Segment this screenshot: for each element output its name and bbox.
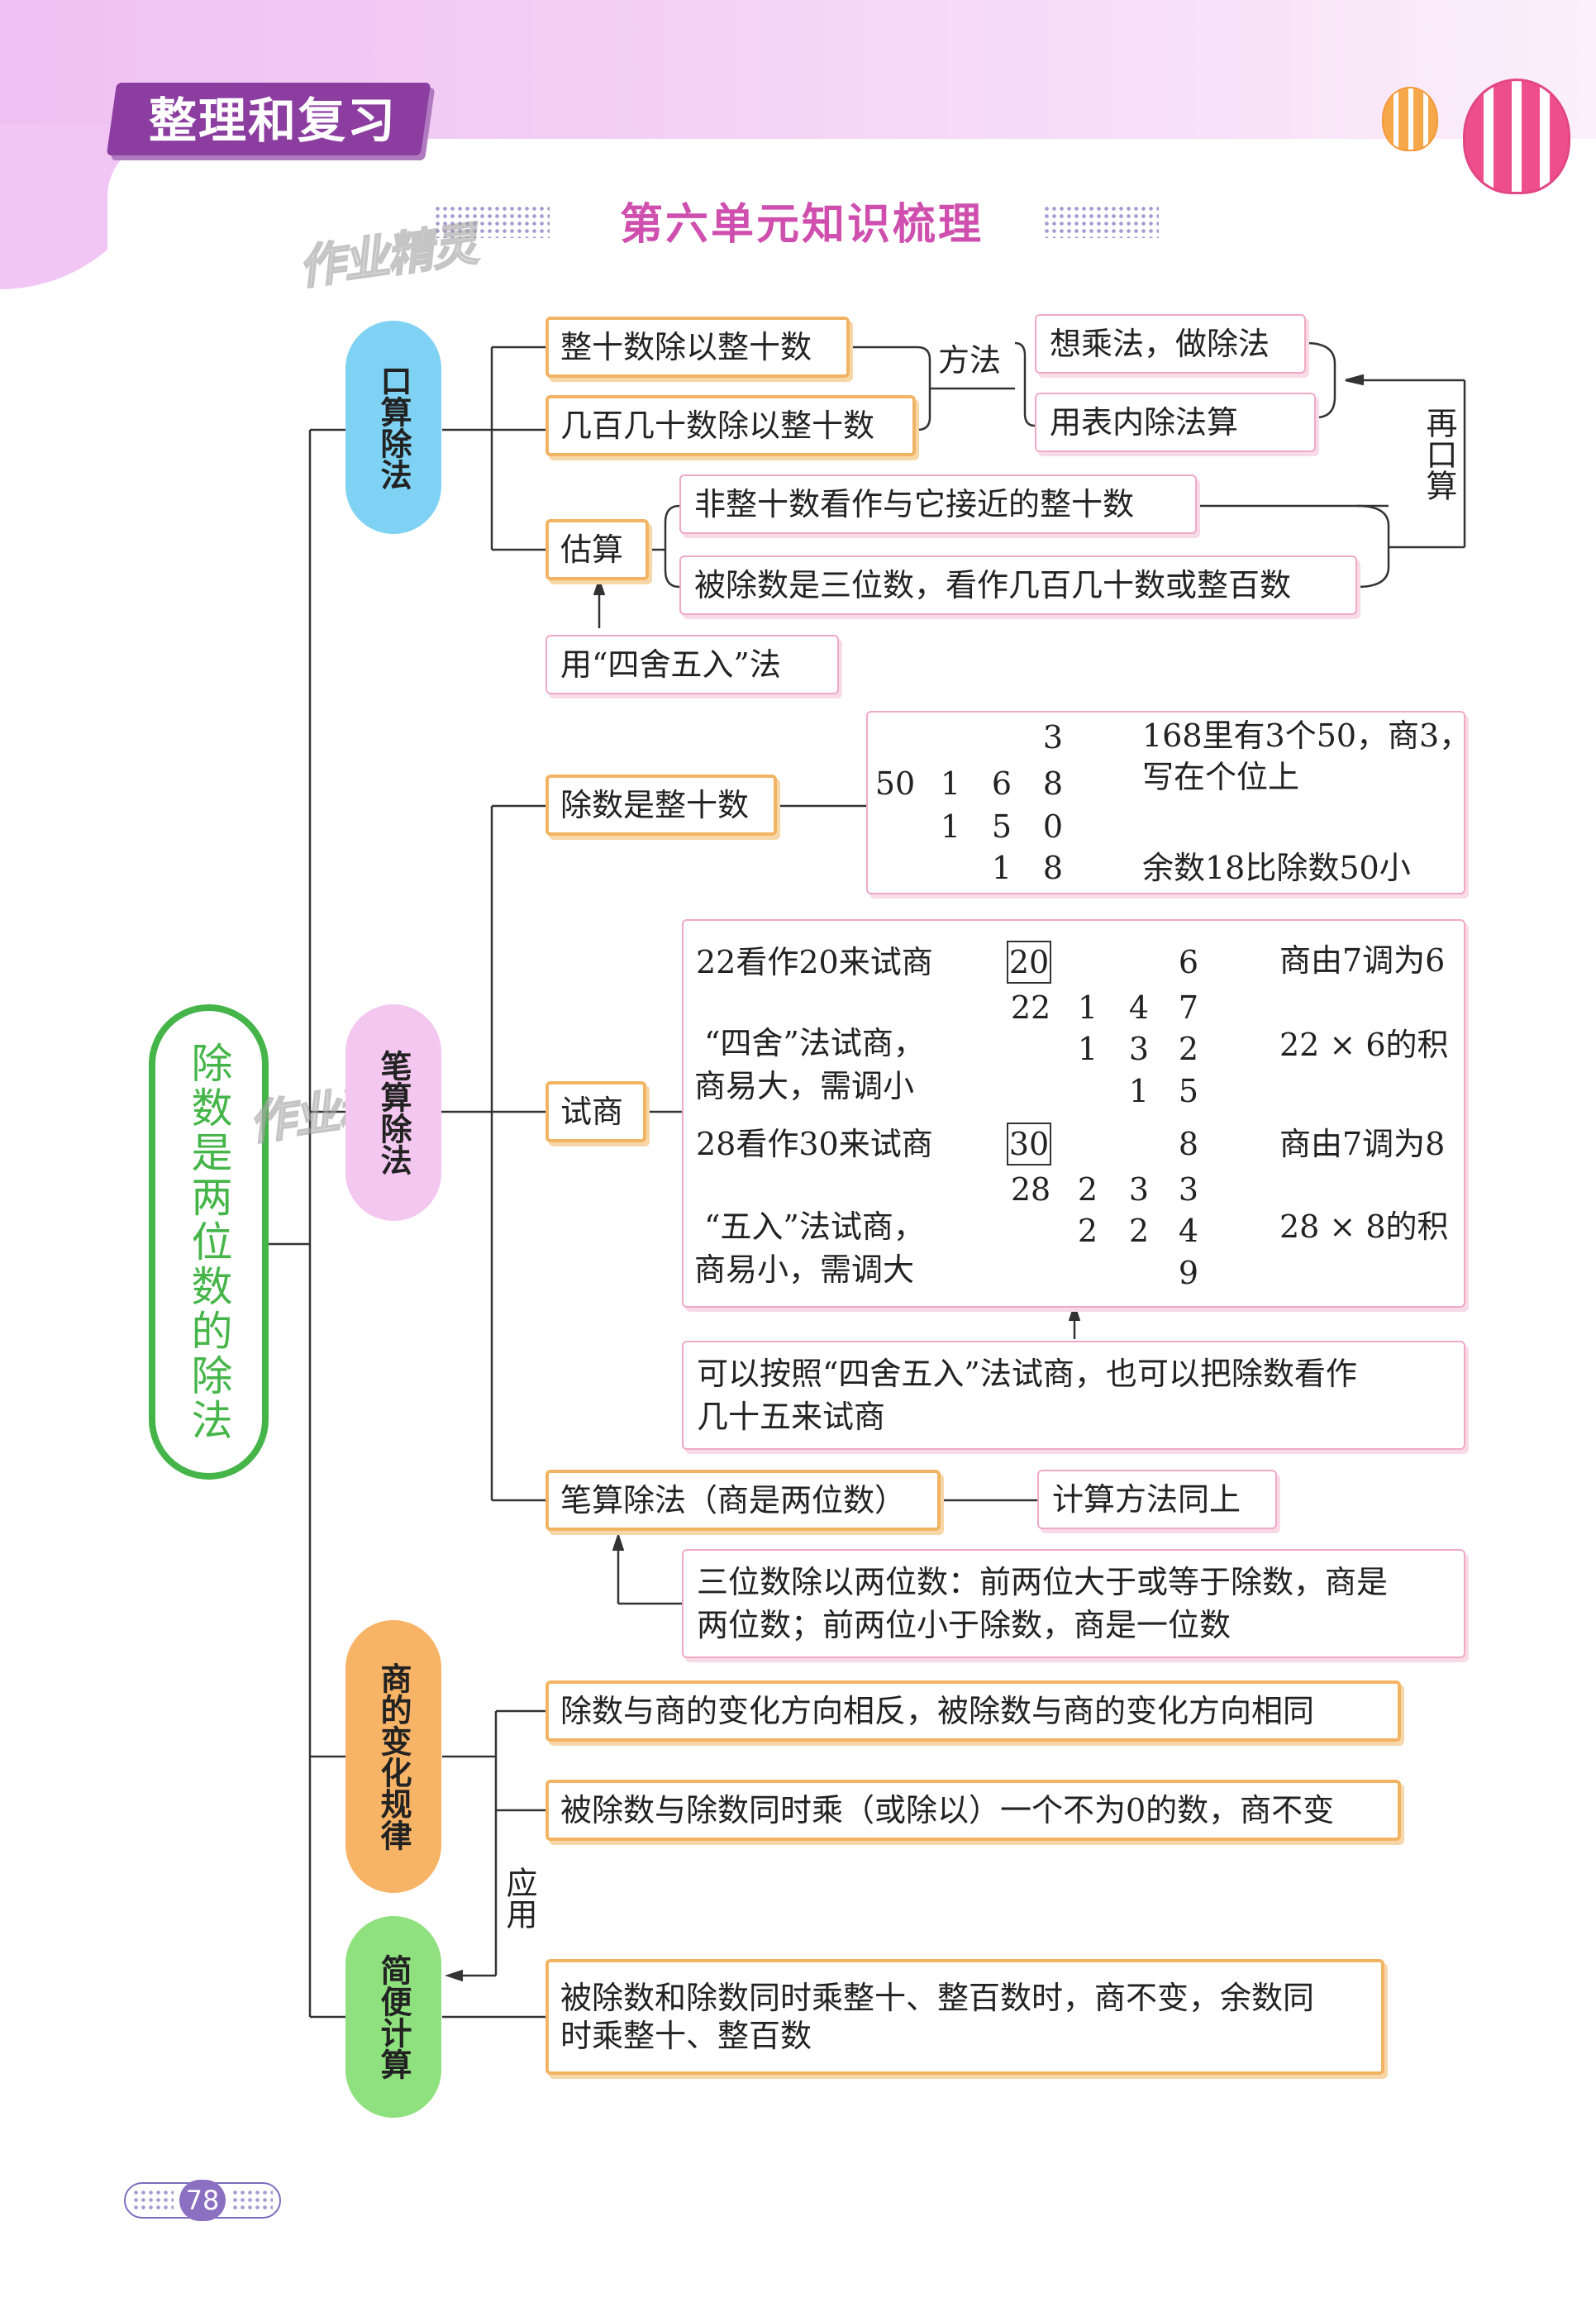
estimate-rule-2: 被除数是三位数，看作几百几十数或整百数 [679, 555, 1357, 615]
ex2-divisor: 22 [1010, 989, 1051, 1026]
estimate-box: 估算 [545, 519, 649, 580]
ex2-approx-value: 20 [1007, 941, 1051, 984]
ex2-remainder-digit: 1 [1128, 1073, 1150, 1109]
ex1-dividend-digit: 6 [991, 765, 1012, 802]
ex3-remainder-digit: 9 [1178, 1255, 1199, 1291]
ex3-explain-line1: “五入”法试商， [704, 1208, 925, 1245]
ex3-product-digit: 2 [1077, 1213, 1098, 1249]
ex2-product-digit: 3 [1128, 1031, 1150, 1067]
ex1-dividend-digit: 1 [940, 765, 961, 802]
ex1-product-digit: 0 [1042, 808, 1064, 845]
ex3-quotient: 8 [1178, 1126, 1199, 1162]
ex3-dividend-digit: 3 [1128, 1171, 1150, 1208]
two-digit-tip-line2: 两位数；前两位小于除数，商是一位数 [697, 1607, 1232, 1643]
apply-label: 应用 [501, 1866, 537, 1929]
ex2-remainder-digit: 5 [1178, 1073, 1199, 1109]
ex1-remainder-note: 余数18比除数50小 [1142, 850, 1411, 886]
ex2-product-digit: 2 [1178, 1031, 1199, 1067]
trial-tip-line2: 几十五来试商 [697, 1399, 886, 1435]
ex1-product-digit: 1 [940, 808, 961, 845]
ex2-adjust-note: 商由7调为6 [1279, 942, 1446, 979]
ex1-dividend-digit: 8 [1042, 765, 1064, 802]
ex2-product-note: 22 × 6的积 [1279, 1027, 1449, 1063]
page-number: 78 [179, 2180, 226, 2221]
badge-dots-right [231, 2189, 273, 2212]
estimate-rule-1: 非整十数看作与它接近的整十数 [679, 474, 1197, 534]
method-table: 用表内除法算 [1035, 393, 1316, 452]
ex3-adjust-note: 商由7调为8 [1279, 1126, 1446, 1162]
category-quotient-rule: 商的变化规律 [345, 1620, 441, 1893]
method-label: 方法 [938, 342, 1002, 379]
two-digit-quotient-box: 笔算除法（商是两位数） [545, 1470, 941, 1531]
quotient-rule-1: 除数与商的变化方向相反，被除数与商的变化方向相同 [545, 1680, 1401, 1742]
rounding-method: 用“四舍五入”法 [545, 635, 839, 694]
quotient-rule-2: 被除数与除数同时乘（或除以）一个不为0的数，商不变 [545, 1780, 1401, 1841]
simple-calc-rule: 被除数和除数同时乘整十、整百数时，商不变，余数同 时乘整十、整百数 [545, 1959, 1384, 2075]
small-balloon-icon [1382, 87, 1438, 151]
ex3-dividend-digit: 3 [1178, 1171, 1199, 1208]
method-multiply: 想乘法，做除法 [1035, 314, 1306, 374]
ex3-approx-note: 28看作30来试商 [696, 1126, 933, 1162]
same-method-box: 计算方法同上 [1037, 1470, 1277, 1529]
category-written-division: 笔算除法 [345, 1004, 441, 1221]
ex1-quotient: 3 [1042, 719, 1064, 756]
ex2-quotient: 6 [1178, 944, 1199, 980]
ex2-dividend-digit: 7 [1178, 989, 1199, 1026]
simple-calc-line1: 被除数和除数同时乘整十、整百数时，商不变，余数同 [560, 1980, 1315, 2016]
two-digit-tip-box: 三位数除以两位数：前两位大于或等于除数，商是 两位数；前两位小于除数，商是一位数 [682, 1549, 1465, 1658]
ex2-approx-note: 22看作20来试商 [696, 944, 933, 980]
title-dots-right [1043, 205, 1159, 238]
trial-example-panel [682, 919, 1465, 1308]
two-digit-tip-line1: 三位数除以两位数：前两位大于或等于除数，商是 [697, 1564, 1389, 1600]
trial-tip-box: 可以按照“四舍五入”法试商，也可以把除数看作 几十五来试商 [682, 1341, 1465, 1450]
page-title: 第六单元知识梳理 [619, 200, 984, 250]
ex3-product-digit: 4 [1178, 1213, 1199, 1249]
category-simple-calc: 简便计算 [345, 1916, 441, 2118]
recalculate-label: 再口算 [1421, 407, 1457, 501]
ex3-approx-value: 30 [1007, 1123, 1051, 1166]
ex2-explain-line2: 商易大，需调小 [694, 1068, 915, 1104]
ex3-divisor: 28 [1010, 1171, 1051, 1208]
root-topic: 除数是两位数的除法 [149, 1004, 269, 1480]
ex3-dividend-digit: 2 [1077, 1171, 1098, 1208]
simple-calc-line2: 时乘整十、整百数 [560, 2018, 812, 2054]
ex1-remainder-digit: 1 [991, 850, 1012, 886]
ex2-dividend-digit: 4 [1128, 989, 1150, 1026]
oral-item-tens: 整十数除以整十数 [545, 317, 850, 378]
oral-item-hundreds: 几百几十数除以整十数 [545, 395, 916, 456]
ex3-product-digit: 2 [1128, 1213, 1150, 1249]
ex2-dividend-digit: 1 [1077, 989, 1098, 1026]
divisor-tens-box: 除数是整十数 [545, 775, 777, 836]
title-dots-left [434, 205, 550, 238]
ex1-note-line1: 168里有3个50，商3， [1142, 717, 1471, 754]
badge-dots-left [132, 2189, 174, 2212]
ex1-divisor: 50 [874, 765, 916, 802]
trial-quotient-box: 试商 [545, 1081, 646, 1142]
category-oral-division: 口算除法 [345, 321, 441, 534]
ex3-explain-line2: 商易小，需调大 [694, 1251, 915, 1288]
trial-tip-line1: 可以按照“四舍五入”法试商，也可以把除数看作 [697, 1356, 1357, 1392]
ex2-product-digit: 1 [1077, 1031, 1098, 1067]
section-label: 整理和复习 [148, 93, 397, 149]
ex2-explain-line1: “四舍”法试商， [704, 1025, 925, 1061]
example-1-panel [866, 711, 1465, 894]
large-balloon-icon [1463, 79, 1570, 194]
ex3-product-note: 28 × 8的积 [1279, 1208, 1449, 1245]
page-background [107, 139, 1596, 304]
ex1-product-digit: 5 [991, 808, 1012, 845]
ex1-remainder-digit: 8 [1042, 850, 1064, 886]
ex1-note-line2: 写在个位上 [1142, 759, 1300, 795]
